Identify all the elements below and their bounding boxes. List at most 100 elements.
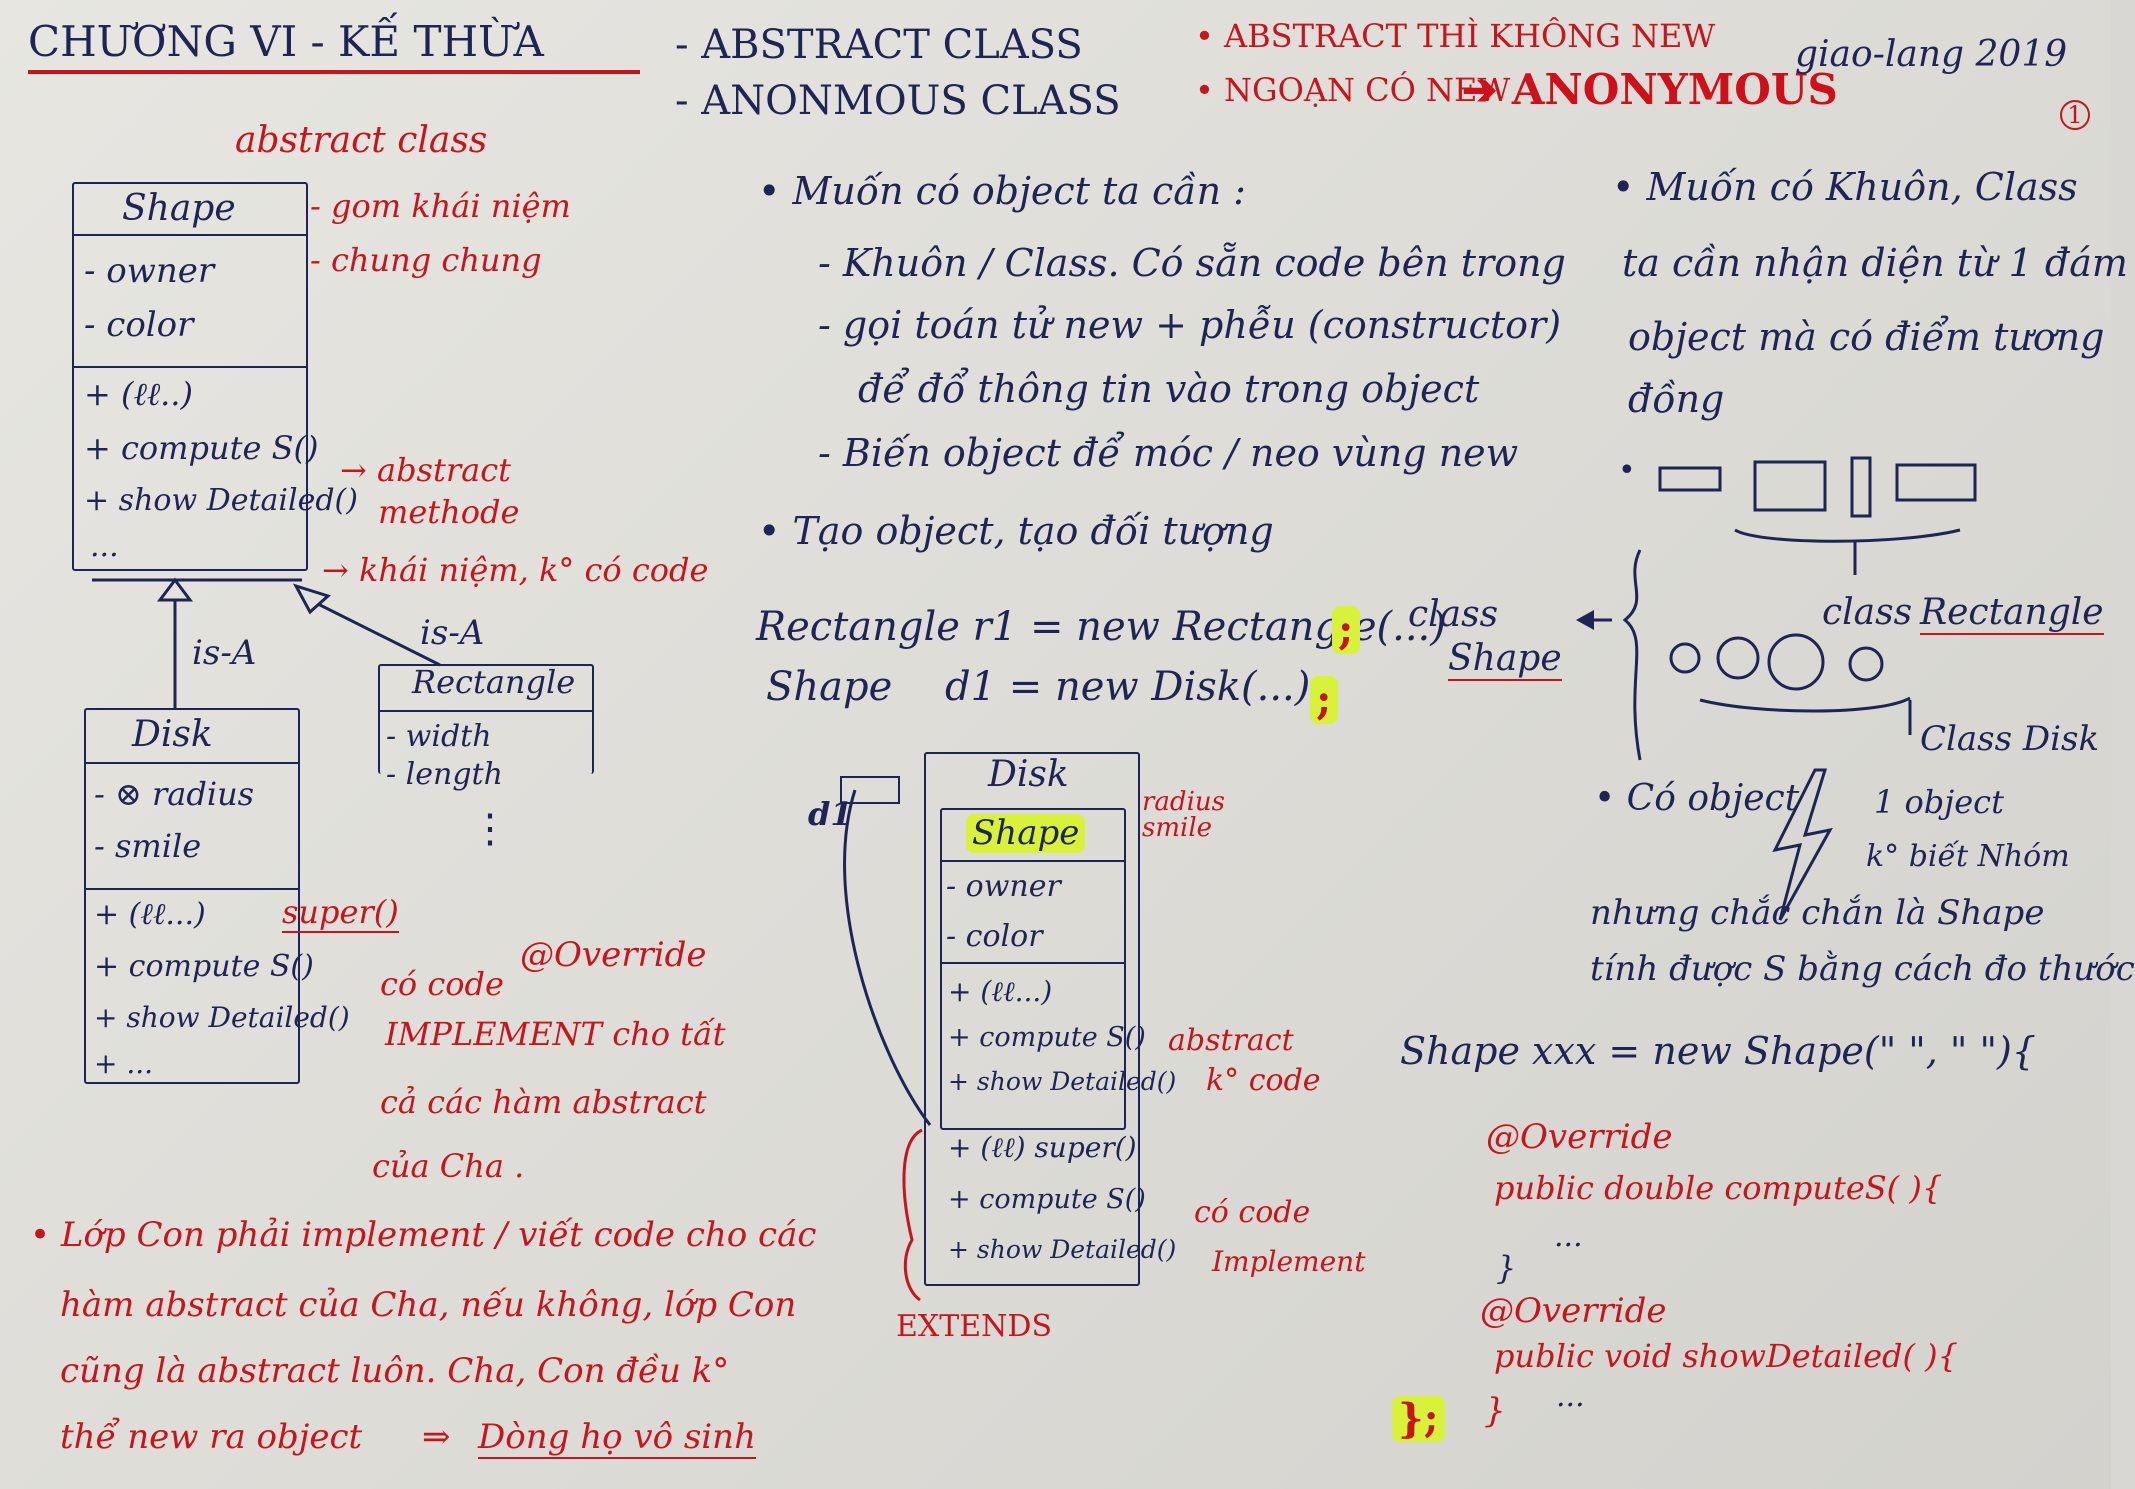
rectangle-is-a-label: is-A (420, 613, 485, 653)
abstract-class-note: abstract class (235, 120, 488, 161)
shape-part-show: + show Detailed() (948, 1067, 1177, 1096)
shape-part-owner: - owner (946, 869, 1061, 904)
shape-class-name: Shape (122, 188, 236, 229)
rectangle-attr-width: - width (386, 719, 492, 754)
author-label: giao-lang 2019 (1795, 34, 2068, 75)
chapter-title: CHƯƠNG VI - KẾ THỪA (28, 17, 544, 66)
rectangle-attr-length: - length (386, 757, 503, 792)
bottom-note-line-4: thể new ra object (60, 1417, 363, 1457)
bottom-note-arrow: ⇒ (422, 1417, 451, 1457)
bullet-shapes: • (1618, 453, 1636, 488)
anonymous-keyword: ➔ ANONYMOUS (1462, 65, 1838, 114)
disk-part-show: + show Detailed() (948, 1235, 1177, 1264)
shape-part-color: - color (946, 919, 1043, 954)
memory-has-code-note: có code (1194, 1195, 1311, 1230)
rectangle-more: ⋮ (470, 806, 510, 852)
disk-method-compute: + compute S() (94, 949, 314, 984)
middle-item-3: để đổ thông tin vào trong object (858, 367, 1480, 411)
anon-code-override-1: @Override (1486, 1117, 1673, 1157)
anon-code-dots-1: ... (1554, 1219, 1583, 1254)
anon-code-close-2: } (1484, 1391, 1506, 1431)
anon-code-end: }; (1392, 1396, 1445, 1442)
code-line-2-rest: d1 = new Disk(...) (945, 664, 1311, 710)
disk-is-a-label: is-A (192, 633, 257, 673)
disk-super-call: super() (282, 893, 399, 933)
shape-part-box (940, 808, 1126, 1130)
page-number: 1 (2060, 100, 2090, 130)
topic-anonymous: - ANONMOUS CLASS (675, 78, 1121, 124)
implement-line-1: IMPLEMENT cho tất (385, 1015, 726, 1053)
anonymous-line-2: k° biết Nhóm (1866, 839, 2070, 874)
anon-code-dots-2: ... (1556, 1379, 1585, 1414)
shape-side-note-1: - gom khái niệm (310, 187, 571, 225)
shape-side-note-2: - chung chung (310, 241, 542, 279)
disk-override: @Override (520, 935, 707, 975)
memory-abstract-note: abstract (1168, 1023, 1294, 1058)
semicolon-1: ; (1332, 605, 1360, 655)
middle-item-1: - Khuôn / Class. Có sẵn code bên trong (818, 241, 1566, 285)
disk-object-label: Disk (988, 754, 1069, 795)
anonymous-line-1: 1 object (1874, 783, 2004, 821)
rectangle-class-box (378, 664, 594, 774)
anonymous-conclusion-2: tính được S bằng cách đo thước (1590, 949, 2135, 989)
class-rectangle-name: Rectangle (1920, 592, 2104, 636)
right-line-4: đồng (1628, 377, 1725, 421)
code-line-2-type: Shape (766, 664, 893, 710)
right-line-3: object mà có điểm tương (1628, 315, 2105, 359)
shape-method-constructor: + (ℓℓ..) (84, 375, 193, 413)
disk-attr-smile: - smile (94, 827, 202, 865)
bottom-note-conclusion: Dòng họ vô sinh (478, 1417, 756, 1460)
bottom-note-line-1: • Lớp Con phải implement / viết code cho… (30, 1215, 817, 1255)
semicolon-2: ; (1310, 675, 1338, 725)
code-line-1: Rectangle r1 = new Rectangle(...) (756, 604, 1446, 650)
disk-method-show: + show Detailed() (94, 1001, 350, 1034)
anon-code-start: Shape xxx = new Shape(" ", " "){ (1400, 1029, 2036, 1073)
anonymous-heading: • Có object (1594, 778, 1800, 819)
shape-part-constructor: + (ℓℓ...) (948, 975, 1053, 1008)
side-radius: radius (1142, 787, 1225, 817)
middle-heading: • Muốn có object ta cần : (758, 169, 1246, 213)
d1-variable: d1 (808, 795, 853, 833)
anon-code-close-1: } (1496, 1249, 1517, 1287)
create-heading: • Tạo object, tạo đối tượng (758, 509, 1274, 553)
rule-abstract: • ABSTRACT THÌ KHÔNG NEW (1195, 17, 1716, 55)
anonymous-conclusion-1: nhưng chắc chắn là Shape (1590, 893, 2045, 933)
disk-method-constructor: + (ℓℓ...) (94, 897, 206, 932)
shape-class-box (72, 182, 308, 571)
memory-no-code-note: k° code (1206, 1063, 1321, 1098)
extends-label: EXTENDS (896, 1309, 1053, 1344)
disk-attr-radius: - ⊗ radius (94, 775, 255, 813)
implement-line-2: cả các hàm abstract (380, 1083, 707, 1121)
shape-attr-owner: - owner (84, 251, 215, 291)
class-disk-label: Class Disk (1920, 719, 2100, 759)
rectangle-class-name: Rectangle (412, 663, 576, 701)
implement-line-3: của Cha . (372, 1147, 525, 1185)
abstract-method-note-1: → abstract (340, 451, 511, 489)
shape-method-compute: + compute S() (84, 429, 319, 467)
abstract-method-note-2: methode (378, 493, 520, 531)
d1-pointer-box (840, 776, 900, 804)
shape-method-more: ... (90, 529, 119, 564)
memory-implement-note: Implement (1212, 1245, 1366, 1278)
disk-class-name: Disk (132, 714, 213, 755)
topic-abstract: - ABSTRACT CLASS (675, 22, 1083, 68)
shape-attr-color: - color (84, 305, 194, 345)
shape-method-show: + show Detailed() (84, 483, 358, 518)
disk-has-code: có code (380, 965, 504, 1003)
right-line-2: ta cần nhận diện từ 1 đám (1622, 241, 2128, 285)
anon-code-method-1: public double computeS( ){ (1494, 1169, 1943, 1207)
anon-code-override-2: @Override (1480, 1291, 1667, 1331)
class-shape-prefix: class (1408, 594, 1499, 635)
disk-class-box (84, 708, 300, 1084)
shape-part-compute: + compute S() (948, 1022, 1146, 1053)
shape-part-label: Shape (966, 813, 1086, 854)
side-smile: smile (1142, 813, 1213, 843)
concept-note: → khái niệm, k° có code (322, 551, 709, 589)
disk-object-box (924, 752, 1140, 1286)
disk-method-more: + ... (94, 1047, 154, 1080)
disk-part-compute: + compute S() (948, 1184, 1146, 1215)
middle-item-4: - Biến object để móc / neo vùng new (818, 431, 1519, 475)
rule-anonymous: • NGOẠN CÓ NEW (1195, 71, 1511, 109)
